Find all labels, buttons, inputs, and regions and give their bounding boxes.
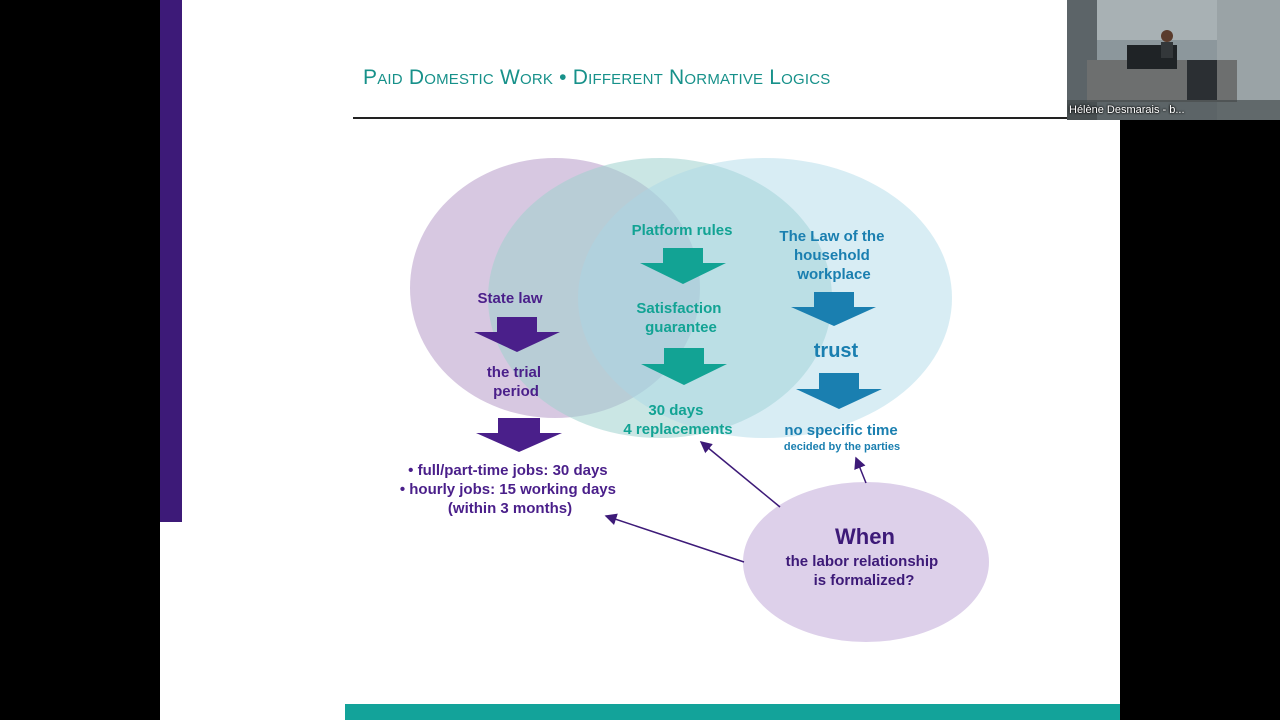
participant-video-tile[interactable]: Hélène Desmarais - b...	[1067, 0, 1280, 120]
participant-name: Hélène Desmarais - b...	[1069, 104, 1185, 116]
connector-arrow-platform	[699, 441, 781, 508]
household-result: no specific time	[784, 422, 897, 439]
household-circle	[578, 158, 952, 438]
trust-label: trust	[814, 340, 859, 362]
presentation-slide: Paid Domestic Work • Different Normative…	[160, 0, 1120, 720]
platform-arrow-2	[641, 348, 727, 385]
title-divider	[353, 117, 1120, 119]
venn-diagram: State law the trial period • full/part-t…	[400, 158, 989, 642]
platform-result: 30 days 4 replacements	[623, 402, 732, 438]
connector-arrow-state-law	[604, 513, 745, 563]
household-arrow-2	[796, 373, 882, 409]
state-law-arrow-1	[474, 317, 560, 352]
platform-heading: Platform rules	[632, 222, 733, 239]
household-heading: The Law of the household workplace	[779, 228, 888, 283]
question-heading: When	[835, 524, 895, 549]
platform-arrow-1	[640, 248, 726, 284]
satisfaction-guarantee-label: Satisfaction guarantee	[636, 300, 725, 336]
state-law-heading: State law	[477, 290, 542, 307]
state-law-result: • full/part-time jobs: 30 days • hourly …	[400, 462, 620, 517]
household-result-sub: decided by the parties	[784, 441, 900, 453]
state-law-arrow-2	[476, 418, 562, 452]
household-arrow-1	[791, 292, 876, 326]
slide-title: Paid Domestic Work • Different Normative…	[363, 66, 831, 89]
slide-accent-bar	[160, 0, 182, 522]
video-feed	[1067, 0, 1280, 120]
connector-arrow-household	[854, 456, 867, 484]
slide-footer-band	[345, 704, 1120, 720]
platform-circle	[488, 158, 832, 438]
trial-period-label: the trial period	[487, 364, 545, 400]
question-circle	[743, 482, 989, 642]
question-text: the labor relationship is formalized?	[786, 553, 943, 589]
